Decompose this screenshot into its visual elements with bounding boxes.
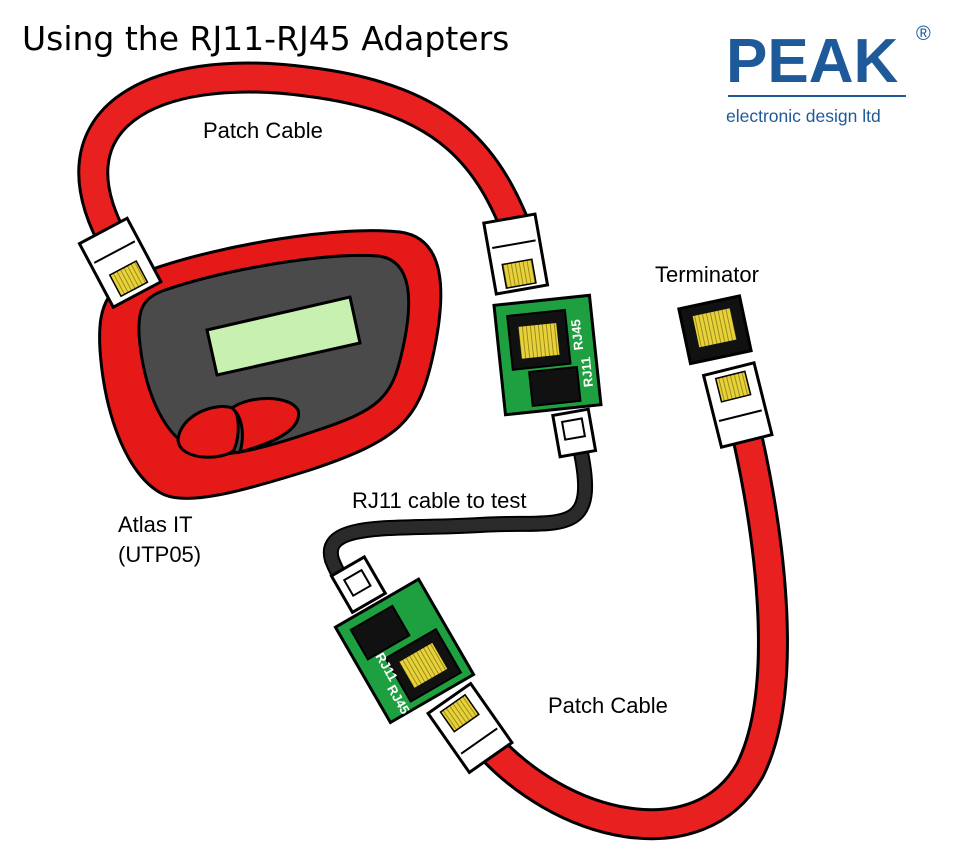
adapter-top-rj45-label: RJ45: [568, 319, 586, 351]
label-device-name: Atlas IT: [118, 512, 193, 537]
rj45-plug-adapter-top: [482, 212, 550, 296]
logo-tagline: electronic design ltd: [726, 106, 881, 126]
label-patch-cable-top: Patch Cable: [203, 118, 323, 143]
rj11-cable-under-test: [322, 440, 593, 600]
rj11-plug-top: [551, 407, 598, 459]
lcd-screen: [205, 295, 362, 377]
terminator: [677, 294, 753, 366]
atlas-it-tester: [98, 229, 443, 500]
rj11-plug-bottom: [329, 554, 388, 615]
patch-cable-bottom: [466, 424, 789, 841]
logo-brand: PEAK: [726, 27, 898, 96]
adapter-top-rj11-label: RJ11: [578, 356, 596, 388]
tester-buttons: [176, 397, 301, 459]
label-rj11-cable: RJ11 cable to test: [352, 488, 526, 513]
page-title: Using the RJ11-RJ45 Adapters: [22, 19, 509, 58]
label-terminator: Terminator: [655, 262, 759, 287]
label-patch-cable-bottom: Patch Cable: [548, 693, 668, 718]
peak-logo: PEAK ® electronic design ltd: [726, 23, 931, 126]
adapter-board-bottom: RJ11 RJ45: [333, 577, 476, 725]
rj45-plug-adapter-bottom: [425, 681, 515, 775]
adapter-board-top: RJ45 RJ11: [492, 293, 603, 417]
patch-cable-top: [77, 61, 536, 268]
rj45-plug-terminator: [701, 361, 774, 450]
logo-registered-mark: ®: [916, 23, 931, 45]
label-device-model: (UTP05): [118, 542, 201, 567]
rj45-plug-device: [77, 216, 163, 310]
